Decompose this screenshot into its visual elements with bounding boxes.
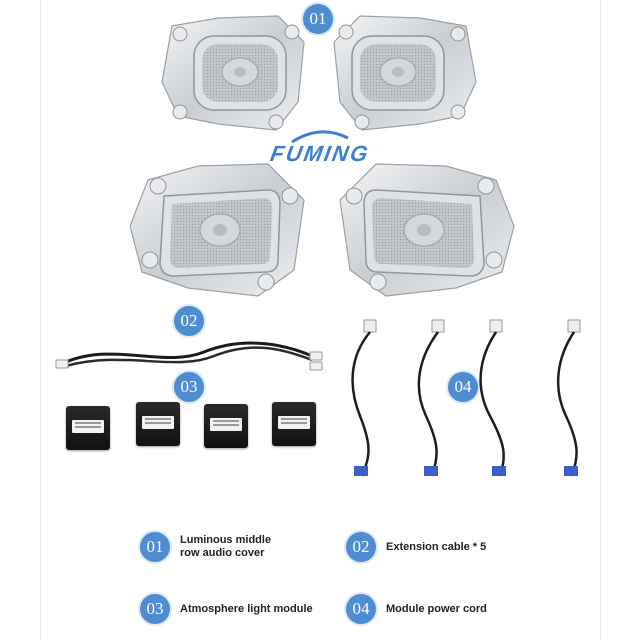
brand-swoosh-icon <box>291 130 349 144</box>
marker-04: 04 <box>448 372 478 402</box>
marker-01: 01 <box>303 4 333 34</box>
speaker-cover-top-right <box>333 15 477 131</box>
legend-badge-02: 02 <box>346 532 376 562</box>
speaker-cover-top-left <box>161 15 305 131</box>
marker-02: 02 <box>174 306 204 336</box>
power-cords <box>351 319 581 477</box>
light-module-2 <box>136 402 180 446</box>
legend-badge-04: 04 <box>346 594 376 624</box>
extension-cable <box>55 341 323 371</box>
legend-label-02: Extension cable * 5 <box>386 541 487 553</box>
light-module-4 <box>272 402 316 446</box>
legend-label-01: Luminous middle row audio cover <box>180 534 272 559</box>
light-module-3 <box>204 404 248 448</box>
left-border-line <box>40 0 41 640</box>
marker-03: 03 <box>174 372 204 402</box>
legend-badge-01: 01 <box>140 532 170 562</box>
right-border-line <box>600 0 601 640</box>
legend-badge-03: 03 <box>140 594 170 624</box>
light-module-1 <box>66 406 110 450</box>
legend-label-03: Atmosphere light module <box>180 603 313 615</box>
speaker-cover-bottom-right <box>339 163 515 297</box>
speaker-cover-bottom-left <box>129 163 305 297</box>
legend-label-04: Module power cord <box>386 603 487 615</box>
